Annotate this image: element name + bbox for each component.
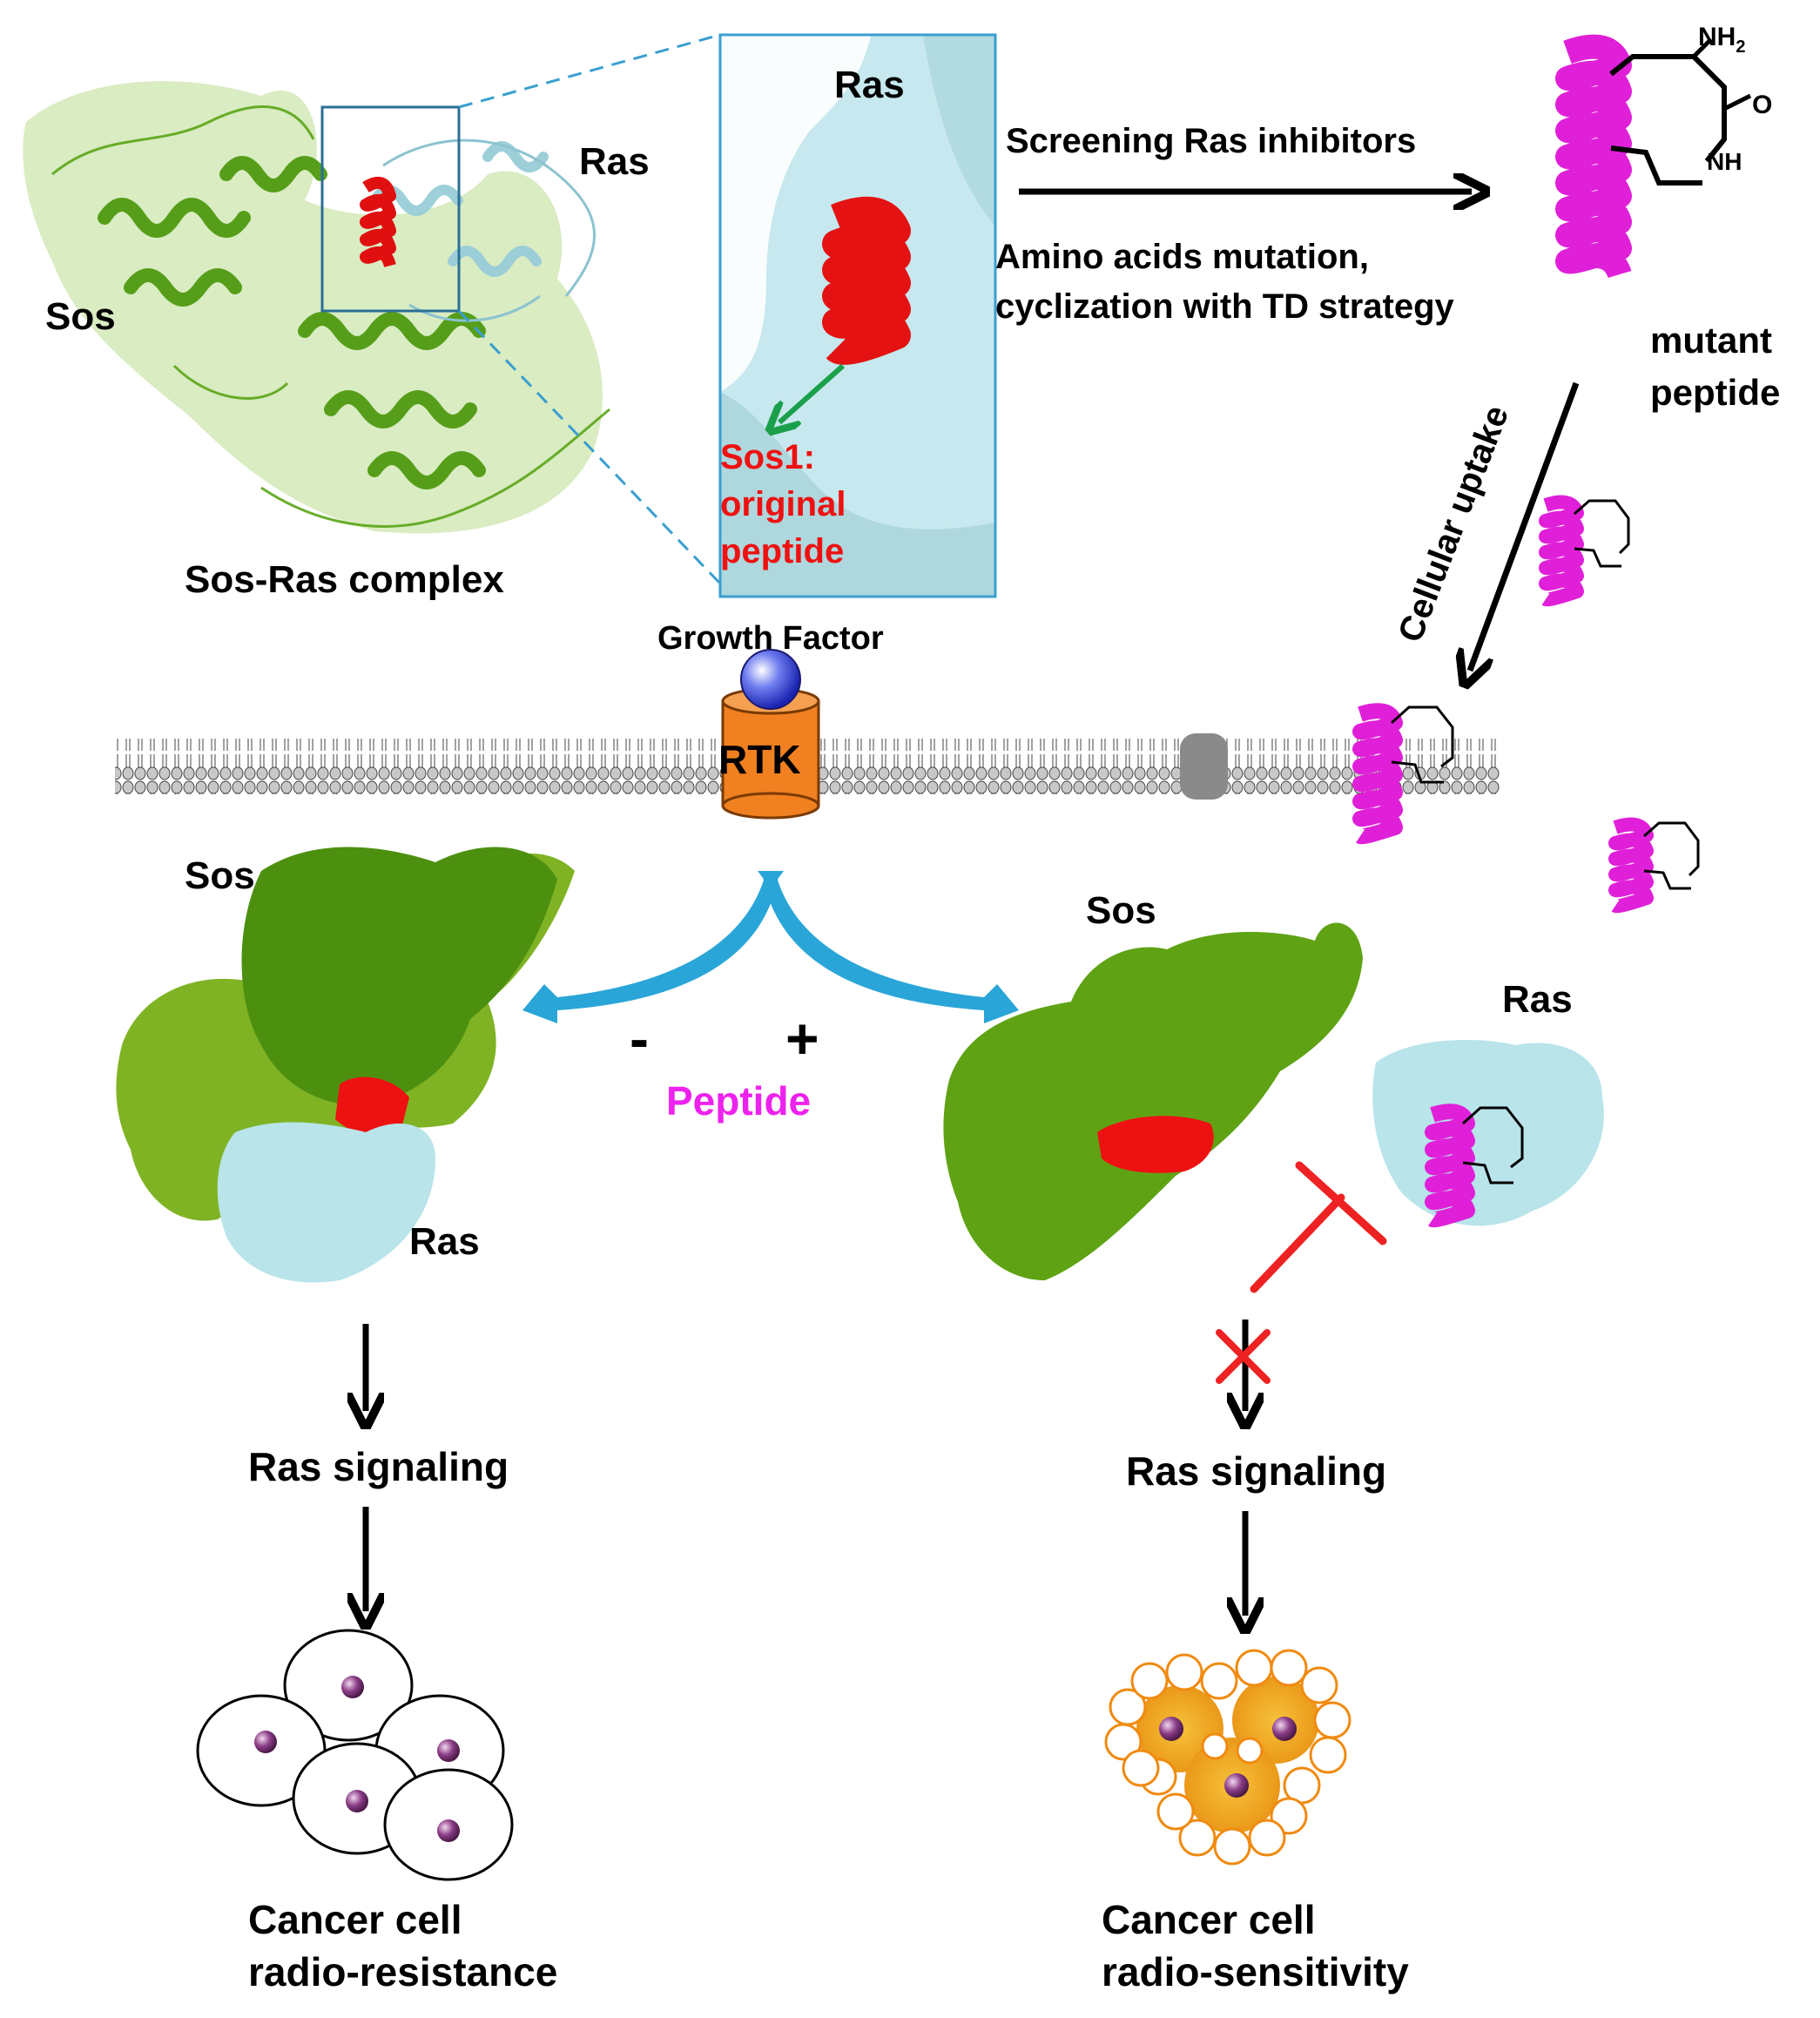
ras-peptide-complex-right	[1372, 1040, 1604, 1228]
inhibition-bar-icon	[1250, 1161, 1387, 1293]
mutant-peptide-small-1	[1539, 495, 1630, 607]
zoom-inset	[718, 33, 997, 598]
mutation-label-line1: Amino acids mutation,	[995, 238, 1369, 276]
outcome-right-line1: Cancer cell	[1102, 1897, 1315, 1942]
mutation-label-line2: cyclization with TD strategy	[995, 287, 1455, 326]
uptake-label: Cellular uptake	[1391, 401, 1516, 647]
outcome-right-line2: radio-sensitivity	[1102, 1949, 1409, 1994]
nh2-label-large: NH2	[1698, 23, 1745, 57]
zoom-lines	[457, 33, 722, 585]
sos1-label-line1: Sos1:	[720, 438, 815, 476]
block-x-icon	[1216, 1329, 1271, 1384]
cancer-cell-icon-sensitive	[1104, 1649, 1352, 1866]
mutant-label-line1: mutant	[1650, 320, 1772, 361]
sos-right-label: Sos	[1086, 889, 1156, 932]
mutant-peptide-large	[1555, 34, 1752, 280]
sos-surface-right	[943, 922, 1363, 1280]
mutant-label-line2: peptide	[1650, 372, 1780, 413]
green-arrow-icon	[779, 363, 845, 422]
screening-label: Screening Ras inhibitors	[1006, 122, 1416, 160]
sos1-label-line2: original	[720, 485, 846, 523]
complex-label: Sos-Ras complex	[185, 558, 504, 601]
mutant-peptide-membrane	[1352, 703, 1454, 845]
o-label-large: O	[1752, 91, 1772, 119]
ras-top-label: Ras	[579, 140, 650, 183]
outcome-left-line1: Cancer cell	[248, 1897, 462, 1942]
branch-arrows	[522, 871, 1019, 1023]
peptide-label: Peptide	[666, 1078, 811, 1124]
left-signaling-label: Ras signaling	[248, 1444, 509, 1489]
sos-left-label: Sos	[185, 854, 255, 897]
sos1-label-line3: peptide	[720, 532, 844, 570]
zoom-box	[320, 105, 461, 313]
outcome-left-line2: radio-resistance	[248, 1949, 557, 1994]
minus-label: -	[630, 1006, 649, 1070]
plus-label: +	[785, 1006, 819, 1070]
membrane-channel	[1180, 733, 1228, 800]
rtk-receptor-icon	[721, 687, 820, 820]
rtk-label: RTK	[718, 737, 801, 782]
sos-ras-ribbon-complex	[23, 81, 610, 534]
uptake-arrow-icon	[1470, 381, 1580, 671]
nh-label-large: NH	[1707, 148, 1742, 175]
cancer-cell-icon-resistant	[196, 1629, 514, 1881]
ras-right-label: Ras	[1502, 978, 1573, 1021]
growth-factor-ball-icon	[740, 649, 801, 710]
ras-left-label: Ras	[409, 1220, 480, 1263]
mutant-peptide-small-2	[1608, 817, 1700, 914]
right-signaling-label: Ras signaling	[1126, 1448, 1386, 1494]
sos-ras-surface-left	[116, 847, 575, 1283]
sos-top-label: Sos	[45, 295, 116, 338]
inset-border	[718, 33, 997, 598]
inset-ras-label: Ras	[834, 64, 905, 106]
